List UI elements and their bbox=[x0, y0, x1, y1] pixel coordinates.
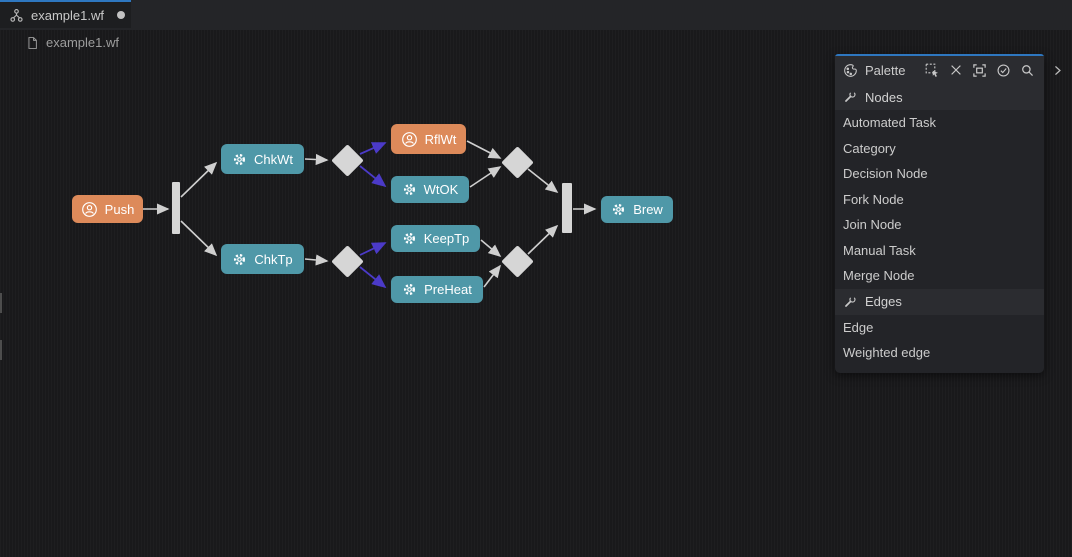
palette-title: Palette bbox=[865, 62, 906, 78]
weighted-edge[interactable] bbox=[359, 242, 387, 256]
node-chkwt[interactable]: ChkWt bbox=[221, 144, 304, 174]
node-label: PreHeat bbox=[424, 282, 472, 297]
gear-icon bbox=[232, 252, 247, 267]
marquee-tool-icon[interactable] bbox=[921, 60, 942, 81]
palette-group-label: Edges bbox=[865, 294, 902, 309]
palette-group-label: Nodes bbox=[865, 89, 903, 105]
palette-header: Palette bbox=[835, 56, 1044, 84]
palette-item-manual-task[interactable]: Manual Task bbox=[835, 238, 1044, 264]
palette-item-label: Weighted edge bbox=[843, 345, 931, 361]
palette-item-label: Join Node bbox=[843, 217, 902, 233]
wrench-icon bbox=[843, 295, 857, 309]
palette-item-label: Fork Node bbox=[843, 191, 904, 207]
tab-example1[interactable]: example1.wf bbox=[0, 0, 131, 28]
palette-item-fork-node[interactable]: Fork Node bbox=[835, 187, 1044, 213]
user-icon bbox=[81, 201, 98, 218]
node-rflwt[interactable]: RflWt bbox=[391, 124, 466, 154]
modified-indicator-icon[interactable] bbox=[116, 11, 125, 19]
node-label: RflWt bbox=[424, 131, 457, 147]
gear-icon bbox=[402, 282, 417, 297]
scroll-decoration bbox=[0, 293, 2, 313]
edge[interactable] bbox=[480, 239, 502, 258]
search-icon[interactable] bbox=[1017, 60, 1038, 81]
palette-group-nodes[interactable]: Nodes bbox=[835, 84, 1044, 110]
weighted-edge[interactable] bbox=[359, 165, 387, 188]
palette-item-label: Automated Task bbox=[843, 115, 936, 131]
palette-item-join-node[interactable]: Join Node bbox=[835, 212, 1044, 238]
gear-icon bbox=[402, 182, 417, 197]
weighted-edge[interactable] bbox=[359, 266, 387, 289]
palette-item-label: Edge bbox=[843, 319, 874, 335]
delete-tool-icon[interactable] bbox=[945, 60, 966, 81]
edge[interactable] bbox=[304, 153, 329, 166]
node-label: ChkTp bbox=[254, 251, 293, 267]
palette-item-weighted-edge[interactable]: Weighted edge bbox=[835, 340, 1044, 366]
node-preheat[interactable]: PreHeat bbox=[391, 276, 483, 303]
validate-icon[interactable] bbox=[993, 60, 1014, 81]
workflow-icon bbox=[9, 8, 24, 23]
gear-icon bbox=[402, 231, 417, 246]
palette-item-category[interactable]: Category bbox=[835, 136, 1044, 162]
node-label: Brew bbox=[633, 202, 663, 217]
breadcrumb[interactable]: example1.wf bbox=[0, 30, 119, 55]
palette-item-label: Category bbox=[843, 140, 896, 156]
edge[interactable] bbox=[304, 254, 329, 266]
node-label: WtOK bbox=[423, 182, 459, 197]
palette-item-edge[interactable]: Edge bbox=[835, 315, 1044, 341]
node-chktp[interactable]: ChkTp bbox=[221, 244, 304, 274]
gear-icon bbox=[611, 202, 626, 217]
join-node[interactable] bbox=[562, 183, 572, 233]
node-label: KeepTp bbox=[423, 231, 470, 246]
edge[interactable] bbox=[180, 220, 218, 257]
node-wtok[interactable]: WtOK bbox=[391, 176, 469, 203]
node-label: ChkWt bbox=[254, 151, 293, 167]
palette-item-automated-task[interactable]: Automated Task bbox=[835, 110, 1044, 136]
palette-group-edges[interactable]: Edges bbox=[835, 288, 1044, 315]
wrench-icon bbox=[843, 90, 857, 104]
fork-node[interactable] bbox=[172, 182, 180, 234]
weighted-edge[interactable] bbox=[359, 142, 387, 155]
palette-toolbar bbox=[921, 60, 1038, 81]
fit-to-screen-icon[interactable] bbox=[969, 60, 990, 81]
node-push[interactable]: Push bbox=[72, 195, 143, 223]
breadcrumb-item-label: example1.wf bbox=[46, 35, 119, 50]
node-label: Push bbox=[104, 201, 135, 217]
palette-icon bbox=[843, 63, 858, 78]
edge[interactable] bbox=[483, 264, 501, 288]
tab-bar: example1.wf bbox=[0, 0, 1072, 30]
palette-item-merge-node[interactable]: Merge Node bbox=[835, 263, 1044, 289]
chevron-right-icon[interactable] bbox=[1048, 61, 1066, 79]
palette-item-label: Decision Node bbox=[843, 166, 928, 182]
palette-item-decision-node[interactable]: Decision Node bbox=[835, 161, 1044, 187]
tab-label: example1.wf bbox=[31, 7, 104, 23]
scroll-decoration bbox=[0, 340, 2, 360]
edge[interactable] bbox=[527, 224, 559, 255]
node-brew[interactable]: Brew bbox=[601, 196, 673, 223]
user-icon bbox=[401, 131, 418, 148]
edge[interactable] bbox=[469, 166, 502, 188]
node-keeptp[interactable]: KeepTp bbox=[391, 225, 480, 252]
palette-item-label: Manual Task bbox=[843, 242, 916, 258]
palette-panel: Palette bbox=[835, 54, 1044, 373]
edge[interactable] bbox=[527, 168, 559, 193]
edge[interactable] bbox=[180, 161, 218, 198]
palette-item-label: Merge Node bbox=[843, 268, 915, 284]
edge[interactable] bbox=[466, 140, 502, 159]
file-icon bbox=[25, 36, 39, 50]
gear-icon bbox=[232, 152, 247, 167]
